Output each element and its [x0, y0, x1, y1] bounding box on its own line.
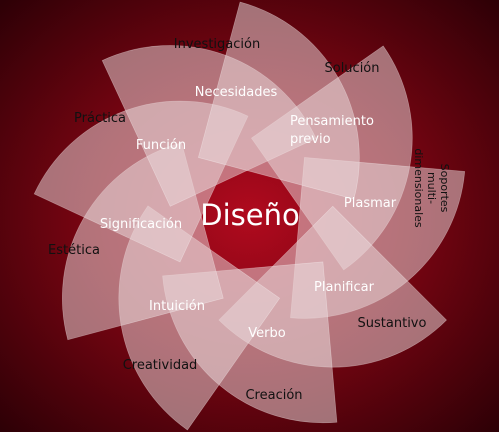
label-significacion: Significación [100, 217, 182, 232]
label-plasmar: Plasmar [344, 196, 397, 211]
label-intuicion: Intuición [149, 299, 205, 314]
label-creatividad: Creatividad [123, 358, 198, 373]
label-planificar: Planificar [314, 280, 375, 295]
label-soportes-line-3: dimensionales [412, 148, 425, 228]
label-pensamiento-line-2: previo [290, 132, 331, 147]
label-sustantivo: Sustantivo [358, 316, 427, 331]
label-soportes-line-1: Soportes [438, 164, 451, 213]
label-pensamiento-line-1: Pensamiento [290, 114, 374, 129]
label-creacion: Creación [245, 388, 302, 403]
center-title: Diseño [200, 198, 299, 232]
label-soportes-line-2: multi- [425, 172, 438, 204]
label-estetica: Estética [48, 243, 100, 258]
label-investigacion: Investigación [174, 37, 260, 52]
label-necesidades: Necesidades [195, 85, 278, 100]
label-funcion: Función [136, 138, 186, 153]
label-verbo: Verbo [248, 326, 285, 341]
label-practica: Práctica [74, 111, 126, 126]
label-soportes-multidimensionales: Soportes multi- dimensionales [412, 148, 451, 228]
petal-9 [197, 1, 360, 200]
label-solucion: Solución [324, 61, 379, 76]
petal-ring [33, 1, 466, 431]
